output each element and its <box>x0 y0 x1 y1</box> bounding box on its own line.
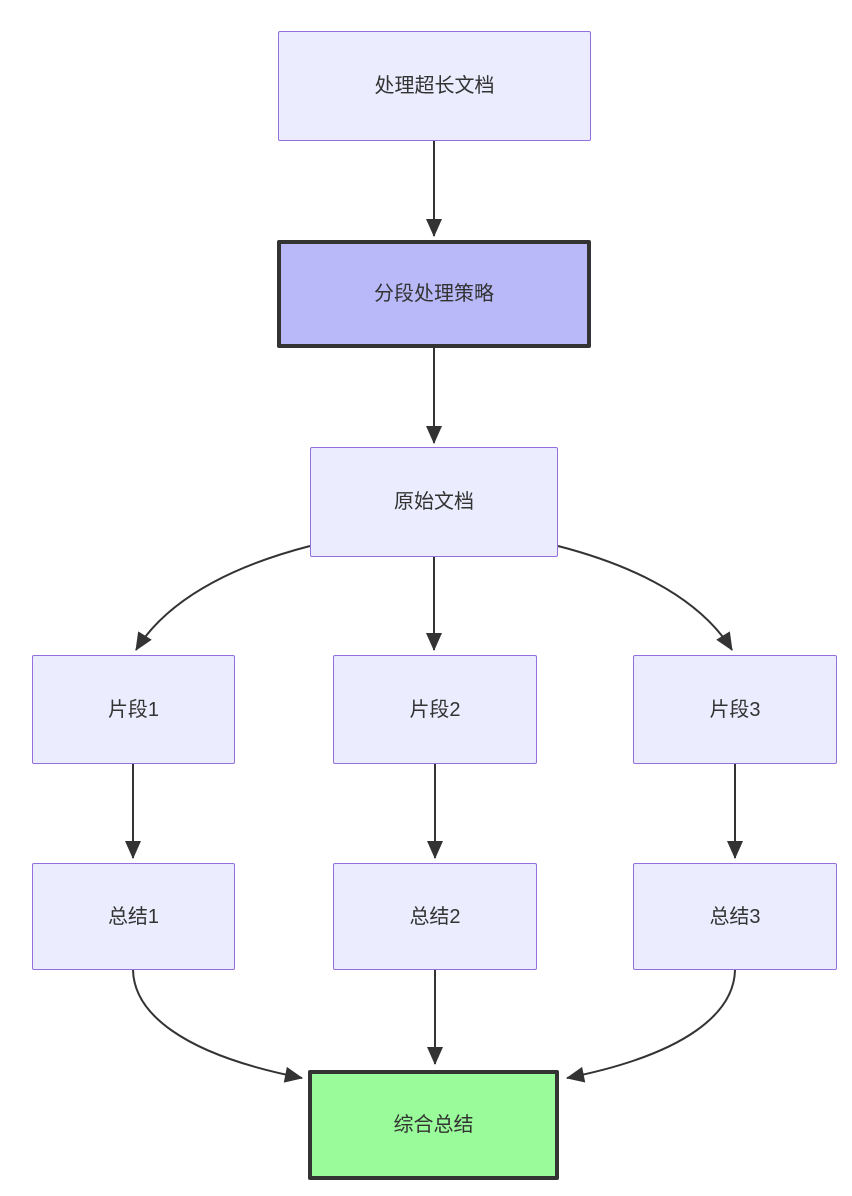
node-label: 片段1 <box>107 698 160 721</box>
node-summary-3: 总结3 <box>633 863 837 970</box>
node-label: 处理超长文档 <box>374 75 495 97</box>
edge-S1-F <box>132 969 303 1083</box>
node-fragment-1: 片段1 <box>32 655 235 764</box>
node-summary-2: 总结2 <box>333 863 537 970</box>
node-combined-summary: 综合总结 <box>308 1070 559 1180</box>
node-fragment-2: 片段2 <box>333 655 537 764</box>
node-original-document: 原始文档 <box>310 447 558 557</box>
node-summary-1: 总结1 <box>32 863 235 970</box>
node-fragment-3: 片段3 <box>633 655 837 764</box>
node-process-long-doc: 处理超长文档 <box>278 31 591 141</box>
node-label: 片段2 <box>409 698 461 721</box>
node-label: 片段3 <box>709 698 761 721</box>
node-segmentation-strategy: 分段处理策略 <box>277 240 591 348</box>
node-label: 总结1 <box>107 905 160 928</box>
node-label: 总结2 <box>409 905 461 928</box>
edge-C-D1 <box>135 545 311 651</box>
node-label: 原始文档 <box>394 491 474 513</box>
node-label: 分段处理策略 <box>374 283 494 305</box>
edge-S3-F <box>566 969 736 1083</box>
edge-C-D3 <box>557 545 733 651</box>
node-label: 综合总结 <box>393 1114 474 1136</box>
node-label: 总结3 <box>709 905 761 928</box>
